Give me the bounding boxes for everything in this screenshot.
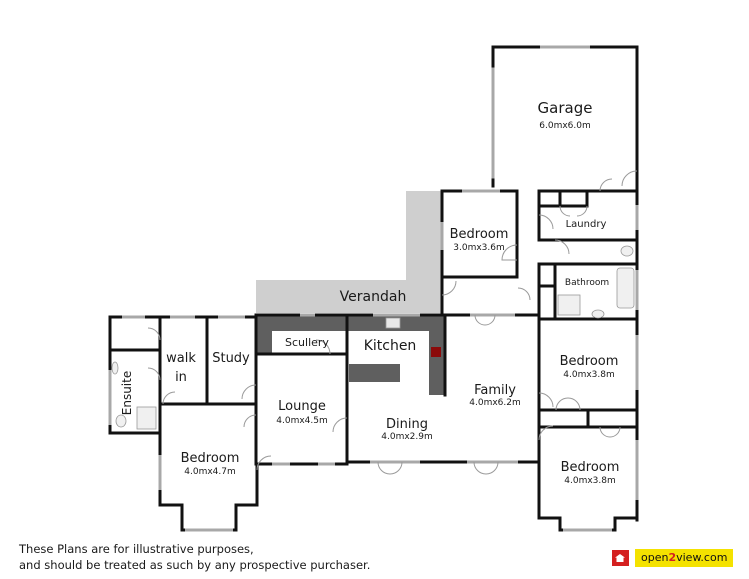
- garage-walls: [491, 45, 639, 188]
- bathroom-fixtures: [111, 245, 635, 430]
- open2view-logo[interactable]: open2view.com: [612, 549, 734, 567]
- disclaimer-line-2: and should be treated as such by any pro…: [19, 558, 371, 572]
- ensuite-shower-icon: [136, 406, 157, 430]
- scullery-label: Scullery: [285, 336, 329, 349]
- logo-text: open2view.com: [635, 549, 734, 567]
- ensuite-label: Ensuite: [120, 371, 134, 415]
- family-label: Family: [474, 383, 516, 398]
- walk-in-label-1: walk: [166, 351, 196, 366]
- bedroom-east-lower-dim: 4.0mx3.8m: [564, 476, 616, 486]
- bedroom-small-label: Bedroom: [450, 227, 509, 242]
- garage-dim: 6.0mx6.0m: [539, 121, 591, 131]
- garage-label: Garage: [538, 99, 593, 117]
- laundry-label: Laundry: [566, 219, 607, 230]
- ensuite-basin-icon: [111, 361, 119, 375]
- bedroom-east-upper-dim: 4.0mx3.8m: [563, 370, 615, 380]
- bathtub-icon: [616, 267, 635, 309]
- verandah-label: Verandah: [340, 289, 407, 305]
- disclaimer: These Plans are for illustrative purpose…: [19, 541, 370, 573]
- verandah-area: [256, 191, 442, 313]
- lounge-dim: 4.0mx4.5m: [276, 416, 328, 426]
- bedroom-master-label: Bedroom: [181, 451, 240, 466]
- dining-dim: 4.0mx2.9m: [381, 432, 433, 442]
- shower-icon: [557, 294, 581, 316]
- kitchen-sink-icon: [385, 317, 401, 329]
- door-swings: [147, 178, 621, 475]
- bedroom-east-lower-label: Bedroom: [561, 460, 620, 475]
- family-dim: 4.0mx6.2m: [469, 398, 521, 408]
- dining-label: Dining: [386, 417, 428, 432]
- logo-text-open: open: [641, 551, 669, 564]
- toilet-icon: [620, 245, 634, 257]
- disclaimer-line-1: These Plans are for illustrative purpose…: [19, 542, 254, 556]
- study-label: Study: [212, 351, 250, 366]
- ensuite-toilet-icon: [115, 414, 127, 428]
- kitchen-label: Kitchen: [364, 338, 417, 354]
- logo-text-two: 2: [668, 551, 677, 564]
- lounge-label: Lounge: [278, 399, 326, 414]
- logo-text-view: view.com: [676, 551, 728, 564]
- walk-in-label-2: in: [175, 370, 187, 385]
- house-icon: [612, 550, 629, 566]
- cooktop-icon: [431, 347, 441, 357]
- bedroom-master-dim: 4.0mx4.7m: [184, 467, 236, 477]
- bathroom-label: Bathroom: [565, 278, 609, 288]
- basin-icon: [591, 309, 605, 319]
- bedroom-east-upper-label: Bedroom: [560, 354, 619, 369]
- windows: [108, 189, 639, 532]
- bedroom-small-dim: 3.0mx3.6m: [453, 243, 505, 253]
